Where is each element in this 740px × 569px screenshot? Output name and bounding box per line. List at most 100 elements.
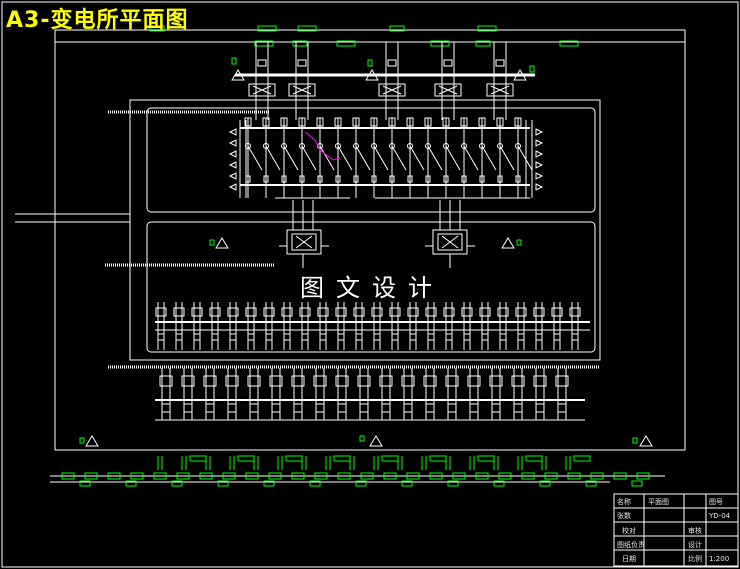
cable-marker (475, 472, 489, 480)
feeder-node (371, 143, 377, 149)
panel-meter (553, 333, 561, 341)
outgoing-breaker (423, 375, 437, 387)
switch-mark (382, 85, 402, 95)
cable-marker (268, 472, 282, 480)
feeder-breaker (478, 117, 486, 127)
top-label-box (475, 40, 491, 47)
panel-meter (355, 333, 363, 341)
cable-label-box (333, 455, 351, 462)
panel-breaker (407, 307, 419, 317)
outgoing-ct (161, 403, 171, 413)
panel-breaker (155, 307, 167, 317)
panel-breaker (371, 307, 383, 317)
top-label-box (257, 25, 277, 32)
tb-scale-label: 比例 (688, 555, 702, 563)
cable-marker-lower (493, 480, 505, 487)
panel-breaker (497, 307, 509, 317)
switchyard-feeders (228, 117, 544, 199)
top-label-box (149, 25, 165, 32)
panel-meter (337, 333, 345, 341)
feeder-diagonal (301, 145, 317, 171)
outgoing-breaker (357, 375, 371, 387)
outgoing-breaker (269, 375, 283, 387)
tb-name-label: 名称 (617, 498, 631, 506)
outgoing-feeders-row-2 (155, 368, 585, 421)
panel-meter (193, 333, 201, 341)
outgoing-ct (513, 403, 523, 413)
cable-label-box (429, 455, 447, 462)
top-label-box (336, 40, 356, 47)
panel-breaker (533, 307, 545, 317)
panel-meter (427, 333, 435, 341)
panel-meter (265, 333, 273, 341)
arrow-right (535, 172, 544, 180)
panel-meter (319, 333, 327, 341)
feeder-ct (317, 175, 323, 183)
panel-meter (157, 333, 165, 341)
outgoing-breaker (159, 375, 173, 387)
switchgear-panels-row-1 (155, 302, 581, 350)
panel-meter (283, 333, 291, 341)
feeder-ct (299, 175, 305, 183)
cable-marker (84, 472, 98, 480)
panel-breaker (299, 307, 311, 317)
panel-meter (571, 333, 579, 341)
feeder-ct (407, 175, 413, 183)
feeder-breaker (280, 117, 288, 127)
cable-marker-lower (585, 480, 597, 487)
cable-marker (590, 472, 604, 480)
feeder-breaker (388, 117, 396, 127)
site-boundary (54, 29, 686, 451)
outgoing-breaker (467, 375, 481, 387)
panel-breaker (551, 307, 563, 317)
panel-breaker (227, 307, 239, 317)
panel-breaker (425, 307, 437, 317)
cable-label-box (381, 455, 399, 462)
outgoing-breaker (181, 375, 195, 387)
panel-meter (247, 333, 255, 341)
panel-breaker (515, 307, 527, 317)
main-building-area (146, 221, 596, 353)
transformer-connections (292, 200, 461, 268)
cable-marker-lower (355, 480, 367, 487)
cable-marker-lower (631, 480, 643, 487)
title-block-grid (613, 493, 739, 567)
tb-scale-value: 1:200 (709, 555, 730, 563)
cable-route-items (61, 455, 650, 487)
panel-breaker (353, 307, 365, 317)
panel-breaker (461, 307, 473, 317)
cable-marker (337, 472, 351, 480)
outgoing-ct (205, 403, 215, 413)
tb-engineer-label: 校对 (622, 527, 636, 535)
feeder-breaker (406, 117, 414, 127)
outgoing-ct (491, 403, 501, 413)
outgoing-ct (315, 403, 325, 413)
outgoing-breaker (401, 375, 415, 387)
feeder-diagonal (499, 145, 515, 171)
cable-marker (544, 472, 558, 480)
outdoor-switchyard-area (146, 107, 596, 213)
outgoing-ct (403, 403, 413, 413)
panel-meter (535, 333, 543, 341)
top-label-box (477, 25, 497, 32)
warning-markers (85, 69, 653, 447)
outgoing-ct (271, 403, 281, 413)
cable-marker (452, 472, 466, 480)
feeder-ct (371, 175, 377, 183)
feeder-diagonal (319, 145, 335, 171)
panel-meter (499, 333, 507, 341)
feeder-breaker (460, 117, 468, 127)
feeder-node (389, 143, 395, 149)
feeder-breaker (514, 117, 522, 127)
panel-breaker (335, 307, 347, 317)
feeder-diagonal (445, 145, 461, 171)
panel-meter (409, 333, 417, 341)
cable-marker (61, 472, 75, 480)
feeder-node (497, 143, 503, 149)
feeder-diagonal (355, 145, 371, 171)
feeder-diagonal (391, 145, 407, 171)
outgoing-breaker (203, 375, 217, 387)
access-road (15, 100, 131, 360)
